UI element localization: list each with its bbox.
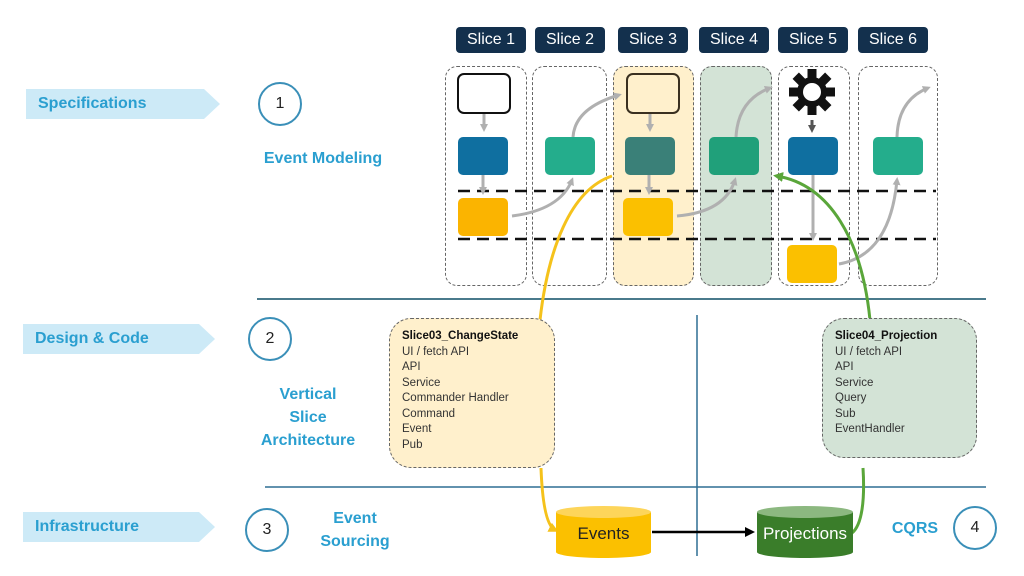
slice-column-4 (700, 66, 772, 286)
ui-wireframe-box-1 (457, 73, 511, 114)
slice-label-3: Slice 3 (618, 27, 688, 53)
event-sourcing-label: Event Sourcing (310, 507, 400, 553)
code-box-item: Sub (835, 407, 856, 420)
command-box-3 (625, 137, 675, 175)
phase-label: Design & Code (35, 330, 149, 347)
code-box-item: API (402, 361, 421, 373)
arrow-readmodel6-to-next (895, 86, 931, 138)
step-circle-1: 1 (258, 82, 302, 126)
code-box-item: Service (402, 376, 441, 389)
slice-column-1 (445, 66, 527, 286)
flow-arrow-slice4-to-readmodel4 (773, 172, 872, 321)
flow-line-slice3-up (538, 174, 613, 321)
code-box-title: Slice03_ChangeState (402, 330, 519, 342)
phase-label: Infrastructure (35, 518, 140, 535)
readmodel-box-4 (709, 137, 759, 175)
events-store-label: Events (577, 524, 630, 543)
code-box-item: EventHandler (835, 423, 905, 435)
projections-store-label: Projections (762, 524, 848, 543)
arrow-event3-to-readmodel4 (676, 177, 738, 218)
code-box-slice04-projection: Slice04_Projection UI / fetch API API Se… (822, 318, 977, 458)
step-circle-4: 4 (953, 506, 997, 550)
code-box-item: Service (835, 376, 874, 389)
readmodel-box-6 (873, 137, 923, 175)
code-box-item: Query (835, 392, 867, 404)
arrow-event1-to-readmodel2 (511, 177, 574, 218)
gear-icon (789, 69, 835, 115)
event-box-5 (787, 245, 837, 283)
event-modeling-label: Event Modeling (250, 147, 396, 170)
phase-tag-design-code: Design & Code (23, 324, 215, 354)
label-line: Event (333, 510, 377, 527)
slice-column-2 (532, 66, 607, 286)
command-box-1 (458, 137, 508, 175)
vertical-slice-architecture-label: Vertical Slice Architecture (250, 383, 366, 452)
label-line: Architecture (260, 432, 356, 449)
arrow-event5-to-readmodel6 (838, 177, 901, 266)
code-box-item: API (835, 361, 854, 373)
slice-label-1: Slice 1 (456, 27, 526, 53)
label-line: Event Modeling (263, 150, 383, 167)
command-box-5 (788, 137, 838, 175)
cqrs-label: CQRS (891, 520, 939, 537)
arrow-readmodel4-to-next (734, 86, 773, 138)
flow-arrow-slice3-to-events (539, 467, 559, 532)
step-circle-3: 3 (245, 508, 289, 552)
slice-label-4: Slice 4 (699, 27, 769, 53)
event-box-3 (623, 198, 673, 236)
code-box-item: Commander Handler (402, 392, 509, 404)
slice-label-5: Slice 5 (778, 27, 848, 53)
phase-tag-infrastructure: Infrastructure (23, 512, 215, 542)
slice-label-2: Slice 2 (535, 27, 605, 53)
code-box-item: Command (402, 407, 456, 420)
projections-store-cylinder (757, 506, 853, 558)
phase-label: Specifications (38, 95, 147, 112)
code-box-slice03-changestate: Slice03_ChangeState UI / fetch API API S… (389, 318, 555, 468)
code-box-title: Slice04_Projection (835, 330, 938, 342)
event-box-1 (458, 198, 508, 236)
flow-line-projections-up (850, 467, 866, 535)
ui-wireframe-box-3 (626, 73, 680, 114)
events-store-cylinder (556, 506, 651, 558)
readmodel-box-2 (545, 137, 595, 175)
code-box-item: Event (402, 423, 432, 435)
slice-label-6: Slice 6 (858, 27, 928, 53)
label-line: Vertical (279, 386, 337, 403)
code-box-item: Pub (402, 438, 423, 451)
label-line: Sourcing (320, 533, 390, 550)
label-line: Slice (289, 409, 327, 426)
code-box-item: UI / fetch API (835, 345, 903, 358)
slice-column-6 (858, 66, 938, 286)
step-circle-2: 2 (248, 317, 292, 361)
phase-tag-specifications: Specifications (26, 89, 220, 119)
arrow-readmodel2-to-ui3 (571, 92, 622, 138)
code-box-item: UI / fetch API (402, 345, 470, 358)
